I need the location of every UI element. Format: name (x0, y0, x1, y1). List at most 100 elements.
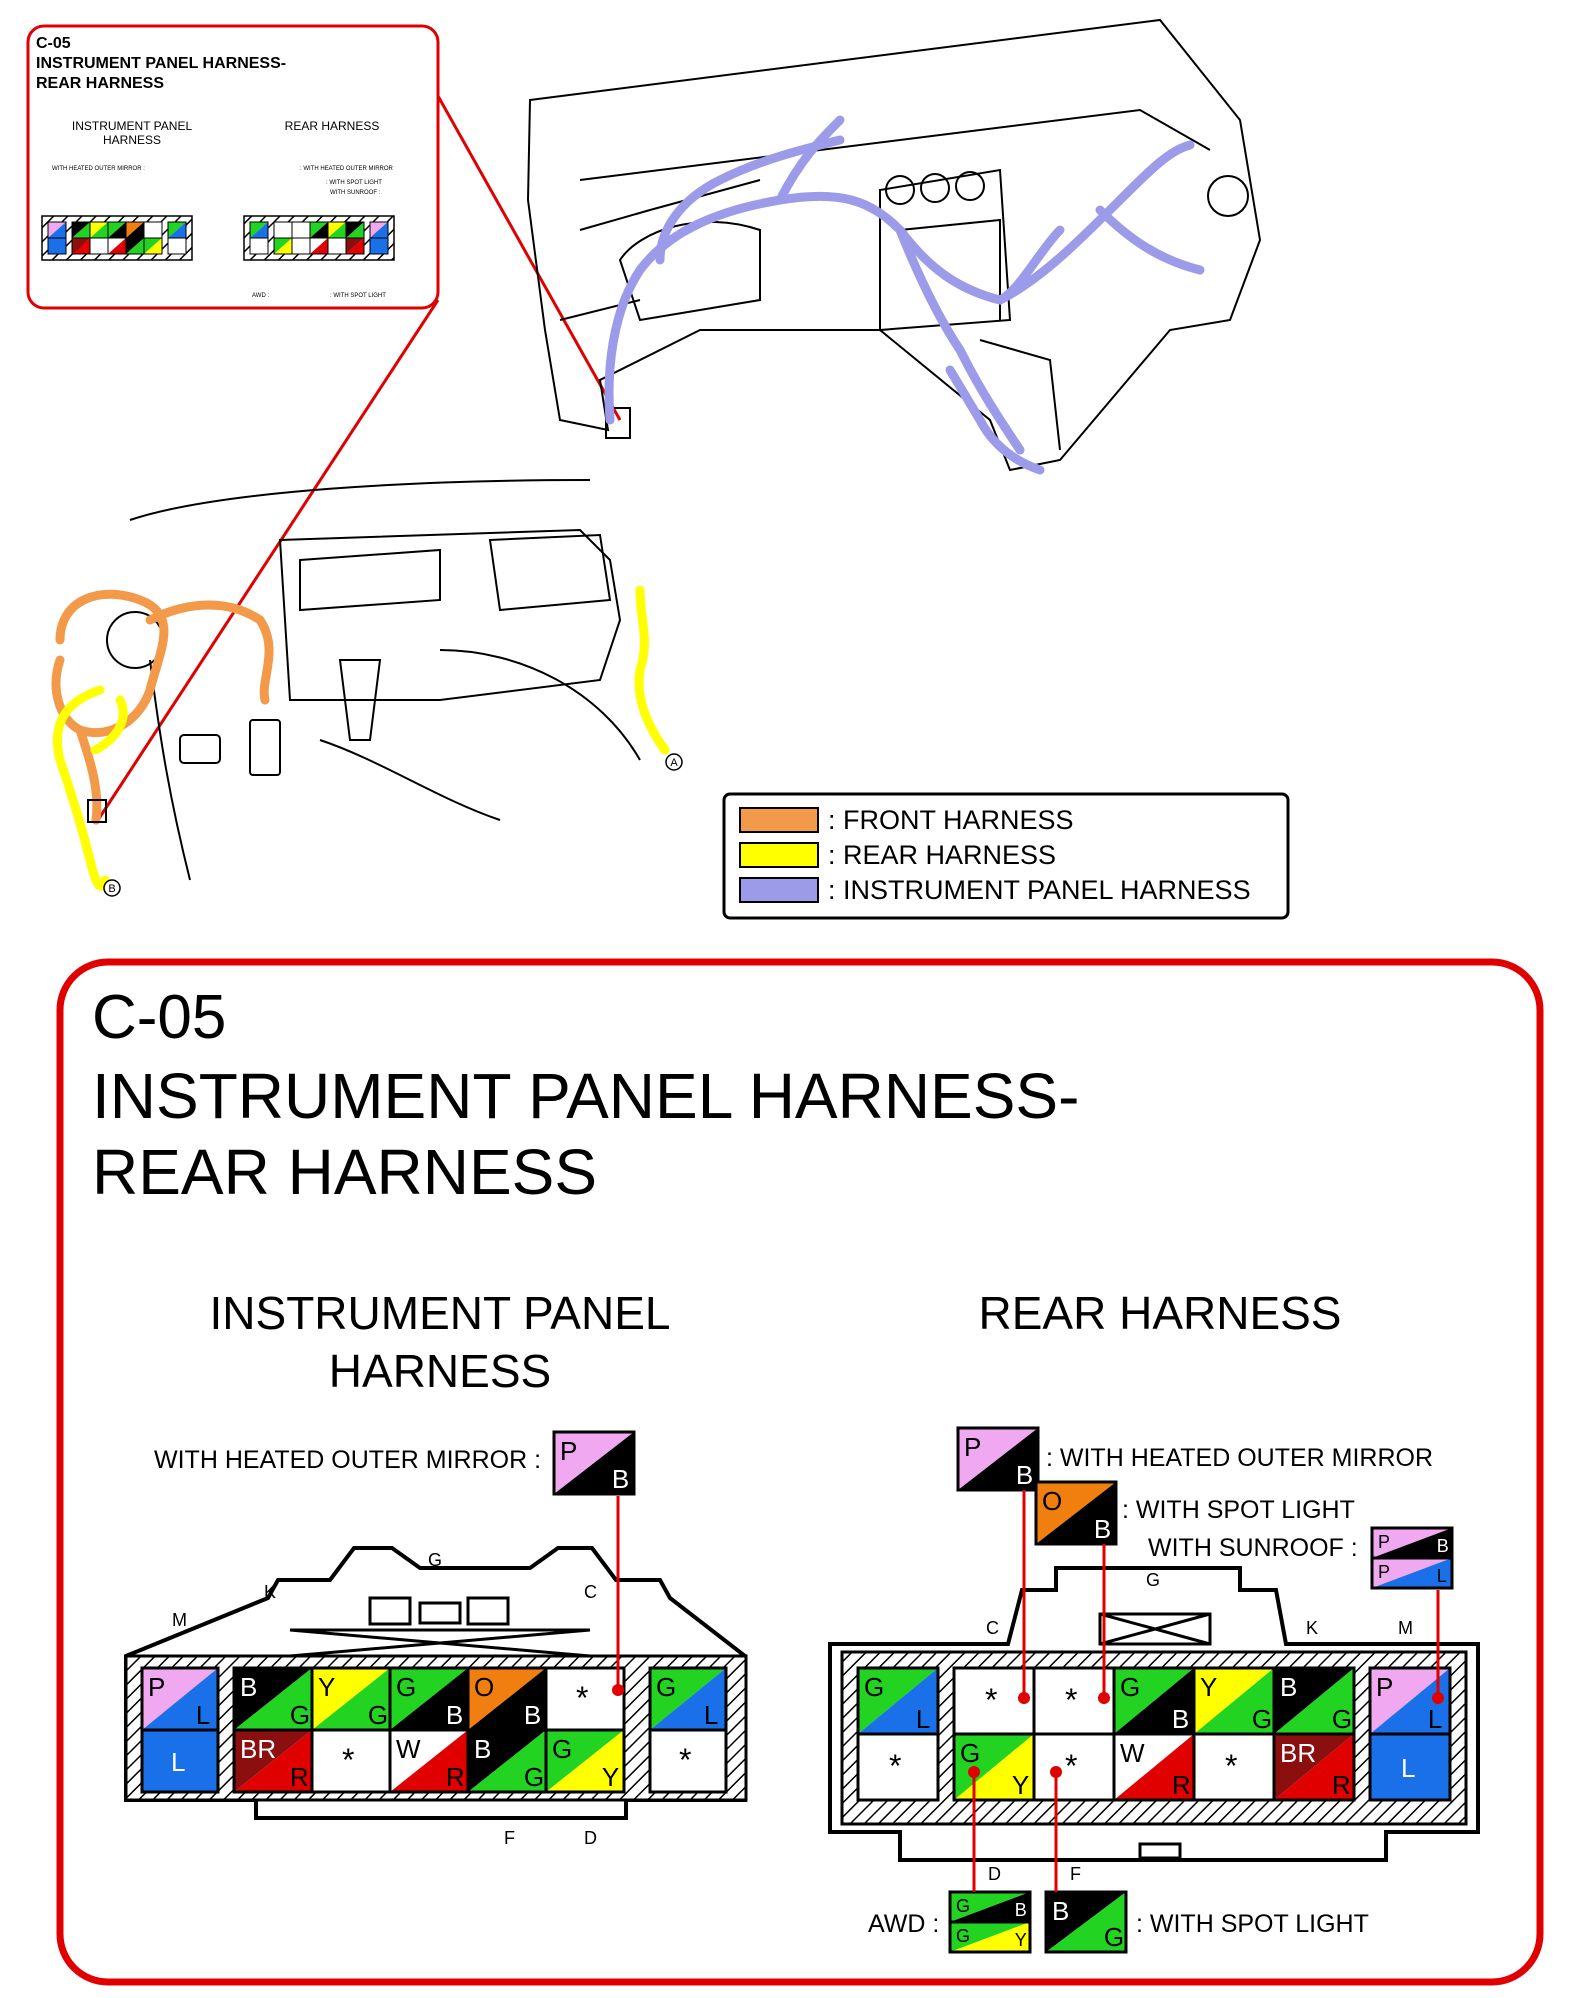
ip-pin-row1: GB (388, 1666, 470, 1732)
inset-ip-connector (41, 215, 193, 261)
callout-line-lower (96, 299, 440, 821)
driver-area-illustration (106, 479, 641, 881)
inset-pin (125, 237, 145, 255)
pin-code-tracer: R (1332, 1770, 1351, 1800)
pin-code: L (1401, 1753, 1415, 1783)
pin-code-tracer: L (1437, 1566, 1447, 1586)
pin-code-primary: B (240, 1672, 257, 1702)
pin-code-tracer: G (1104, 1922, 1124, 1952)
inset-pin (143, 237, 163, 255)
ip-harness-heading-2: HARNESS (328, 1345, 552, 1397)
ip-pin-row2: BG (466, 1728, 548, 1794)
inset-rear-opt2: : WITH SPOT LIGHT (326, 180, 382, 186)
pin-code-tracer: B (524, 1700, 541, 1730)
pin-code-primary: P (560, 1436, 577, 1466)
marker-b-circle (103, 879, 121, 897)
rear-connector-latch (1098, 1612, 1212, 1860)
connector-location-marker (87, 799, 107, 823)
rear-heated-wire-swatch: PB (956, 1426, 1040, 1492)
ip-letter-k: K (264, 1582, 276, 1602)
connector-detail-frame (56, 958, 1544, 1986)
inset-rear-connector (243, 215, 395, 261)
ip-pin-row1: BG (232, 1666, 314, 1732)
rear-harness-route (52, 585, 670, 891)
ip-letter-c: C (584, 1582, 597, 1602)
pin-code-primary: W (1120, 1738, 1145, 1768)
inset-pin (309, 237, 329, 255)
pin-code-tracer: B (1437, 1536, 1449, 1556)
rear-pin-row2: * (1032, 1732, 1116, 1802)
inset-rear-opt3: WITH SUNROOF : (330, 190, 381, 196)
pin-code-primary: BR (1280, 1738, 1316, 1768)
pin-code-tracer: B (446, 1700, 463, 1730)
pin-code-primary: BR (240, 1734, 276, 1764)
rear-letter-g: G (1146, 1570, 1160, 1590)
ip-letter-f: F (504, 1828, 515, 1848)
ip-option-wire-swatch: PB (552, 1430, 636, 1496)
pin-code-primary: G (956, 1896, 970, 1916)
legend-swatch-rear (739, 842, 819, 868)
pin-code-primary: G (396, 1672, 416, 1702)
inset-callout: C-05 INSTRUMENT PANEL HARNESS- REAR HARN… (26, 24, 440, 310)
pin-code-primary: P (1378, 1562, 1390, 1582)
connector-title: INSTRUMENT PANEL HARNESS- REAR HARNESS (92, 1058, 1392, 1210)
pin-code-tracer: L (916, 1704, 930, 1734)
ip-pin-row2: GY (544, 1728, 626, 1794)
inset-pin (107, 221, 127, 239)
pin-code-primary: P (1378, 1532, 1390, 1552)
pin-code-primary: P (148, 1672, 165, 1702)
inset-pin (309, 221, 329, 239)
rear-pin-row2: WR (1112, 1732, 1196, 1802)
inset-pin (71, 221, 91, 239)
inset-pin (327, 221, 347, 239)
ip-option-label: WITH HEATED OUTER MIRROR : (154, 1446, 541, 1474)
pin-code-tracer: R (290, 1762, 309, 1792)
inset-pin (167, 237, 187, 255)
rear-pin-row2: * (1192, 1732, 1276, 1802)
pin-code-primary: G (960, 1738, 980, 1768)
pin-code-tracer: G (368, 1700, 388, 1730)
rear-spot-wire-swatch: OB (1034, 1480, 1118, 1546)
inset-pin (291, 221, 311, 239)
leader-lines (616, 1490, 1440, 1892)
ip-pin-row2: * (310, 1728, 392, 1794)
connector-title-line-1: INSTRUMENT PANEL HARNESS- (92, 1060, 1080, 1132)
inset-pin (291, 237, 311, 255)
inset-pin (249, 221, 269, 239)
inset-pin (273, 221, 293, 239)
rear-pin-row2: GY (952, 1732, 1036, 1802)
ip-harness-heading-1: INSTRUMENT PANEL (209, 1287, 671, 1339)
inset-awd: AWD : (252, 293, 269, 299)
inset-pin (89, 237, 109, 255)
pin-code-tracer: G (524, 1762, 544, 1792)
legend-label-front: : FRONT HARNESS (828, 805, 1074, 835)
pin-code: * (889, 1748, 901, 1784)
legend-swatch-front (739, 807, 819, 833)
pin-code-tracer: G (290, 1700, 310, 1730)
inset-pin (71, 237, 91, 255)
rear-pin-right-bottom: L (1368, 1732, 1452, 1802)
rear-pin-left-bottom: * (856, 1732, 940, 1802)
instrument-panel-harness-route (604, 115, 1205, 475)
inset-code: C-05 (36, 35, 71, 52)
pin-code: * (679, 1742, 691, 1778)
rear-letter-c: C (986, 1618, 999, 1638)
rear-letter-f: F (1070, 1864, 1081, 1884)
pin-code-primary: G (1120, 1672, 1140, 1702)
inset-spot: : WITH SPOT LIGHT (330, 293, 386, 299)
pin-code-primary: P (1376, 1672, 1393, 1702)
pin-code: * (1225, 1748, 1237, 1784)
pin-code-tracer: R (446, 1762, 465, 1792)
rear-harness-heading-text: REAR HARNESS (978, 1287, 1342, 1339)
pin-code-primary: Y (318, 1672, 335, 1702)
inset-pin (369, 237, 389, 255)
rear-letter-m: M (1398, 1618, 1413, 1638)
inset-pin (345, 221, 365, 239)
pin-code-primary: G (656, 1672, 676, 1702)
pin-code-primary: W (396, 1734, 421, 1764)
